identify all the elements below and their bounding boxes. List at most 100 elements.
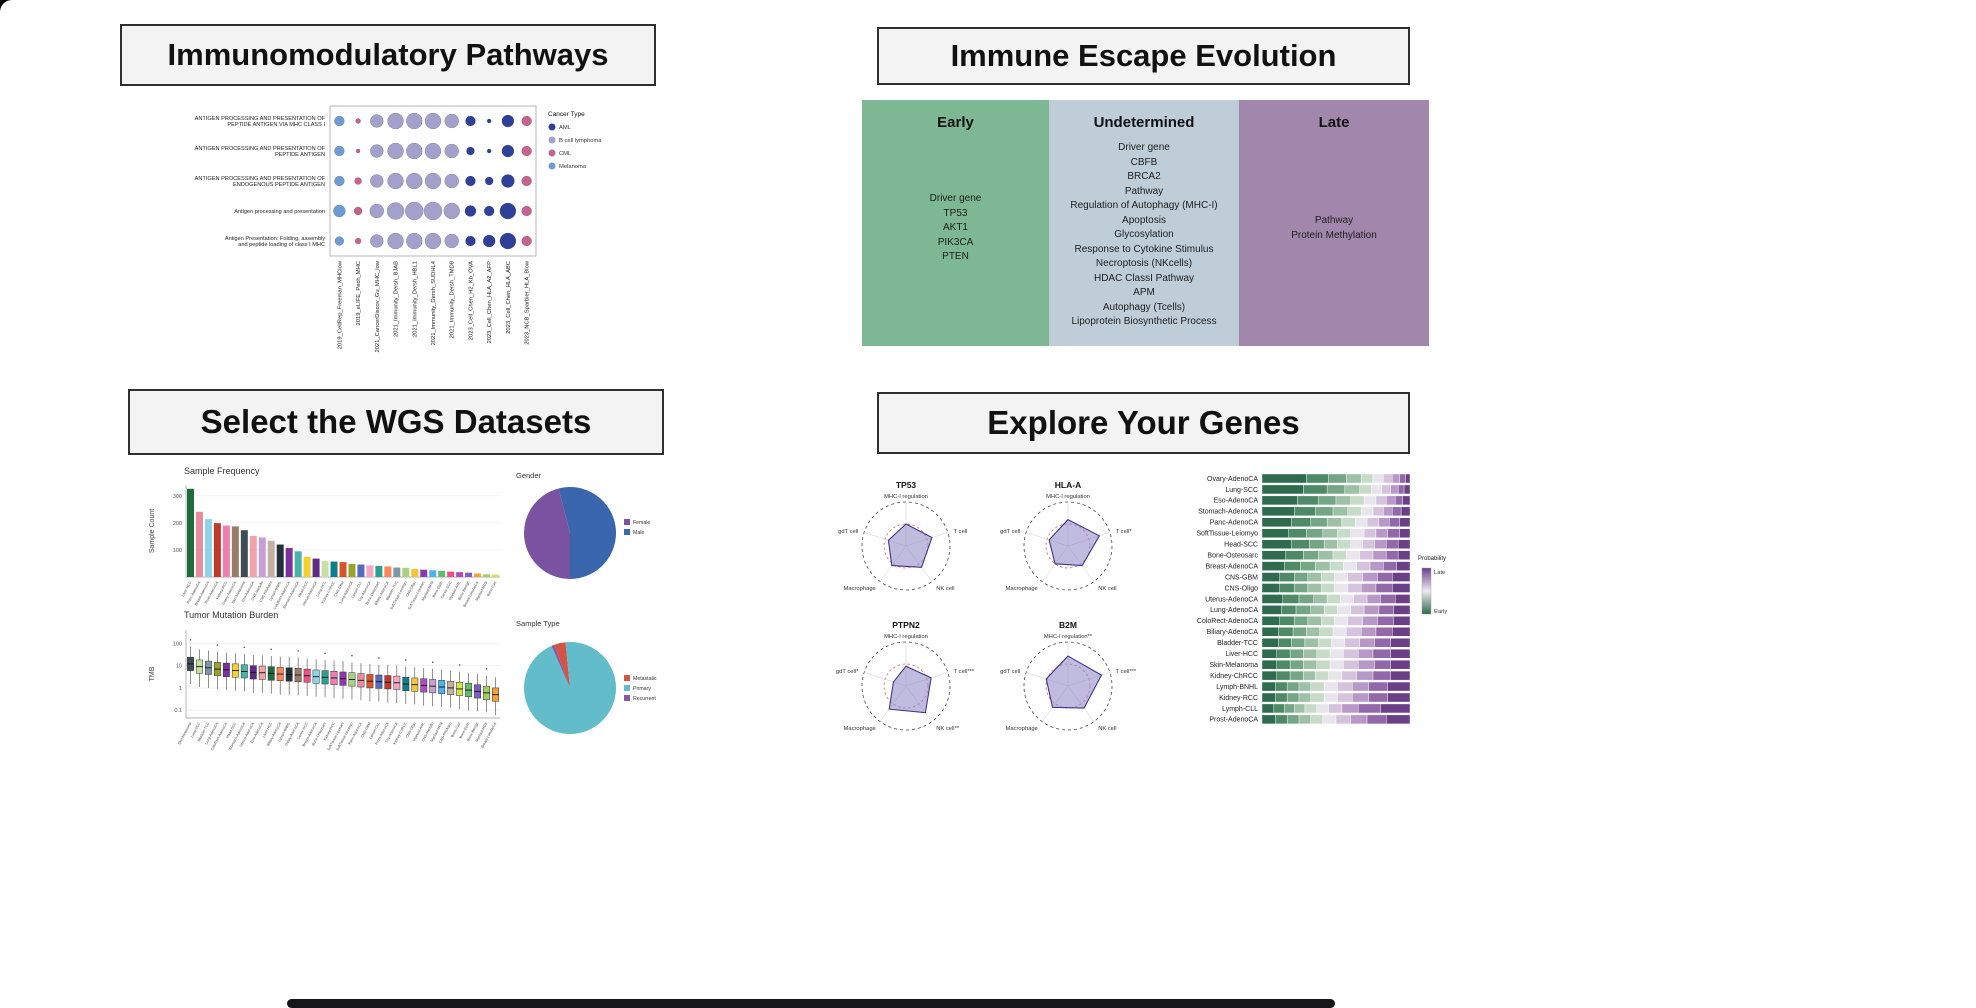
pathway-dot <box>444 113 459 129</box>
frequency-bar <box>483 574 491 577</box>
stack-legend-late: Late <box>1434 570 1445 576</box>
stack-segment <box>1261 572 1280 582</box>
stack-segment <box>1380 594 1396 604</box>
stack-segment <box>1396 561 1411 571</box>
pathway-row-label: ANTIGEN PROCESSING AND PRESENTATION OF <box>195 176 326 182</box>
timeline-item: AKT1 <box>942 222 968 234</box>
stack-segment <box>1328 703 1343 714</box>
stack-segment <box>1306 473 1329 484</box>
pathway-dot <box>424 172 442 190</box>
stack-segment <box>1261 495 1298 506</box>
stack-segment <box>1366 594 1381 604</box>
bar-xtick: Liver-HCC <box>181 580 193 597</box>
stack-segment <box>1346 473 1362 484</box>
stack-segment <box>1261 594 1283 604</box>
radar-axis-label: T cell*** <box>954 669 975 675</box>
evolution-title: Immune Escape Evolution <box>950 38 1337 73</box>
radar-axis-label: Macrophage <box>844 726 876 732</box>
stack-row-label: SoftTissue-Leiomyo <box>1196 531 1258 538</box>
stack-segment <box>1377 572 1393 582</box>
stack-segment <box>1346 550 1360 560</box>
legend-swatch <box>548 136 556 144</box>
pathway-dot <box>387 172 404 190</box>
stack-segment <box>1341 670 1357 681</box>
legend-label: Recurrent <box>633 696 656 702</box>
radar-axis-label: MHC-I regulation <box>1046 494 1090 500</box>
stack-segment <box>1343 648 1359 659</box>
pathway-dot <box>521 175 532 187</box>
stack-segment <box>1359 638 1375 648</box>
stack-segment <box>1294 506 1316 517</box>
stack-segment <box>1334 616 1349 626</box>
stack-row-label: Liver-HCC <box>1225 651 1258 658</box>
outlier-point <box>431 661 434 663</box>
outlier-point <box>458 664 461 666</box>
stack-segment <box>1303 550 1319 560</box>
sample-type-pie-slice <box>523 642 616 734</box>
stack-segment <box>1261 714 1276 725</box>
stack-segment <box>1356 561 1371 571</box>
stack-segment <box>1399 473 1406 484</box>
stack-segment <box>1298 681 1312 692</box>
legend-swatch <box>548 123 556 131</box>
evolution-nav-card[interactable]: Immune Escape Evolution <box>877 27 1410 85</box>
stack-segment <box>1291 517 1312 527</box>
radar-axis-label: MHC-I regulation** <box>1044 634 1093 640</box>
undetermined-label: Undetermined <box>1093 114 1195 131</box>
outlier-point <box>485 668 488 670</box>
stack-segment <box>1261 550 1286 560</box>
stack-segment <box>1289 648 1304 659</box>
stack-segment <box>1359 550 1374 560</box>
stack-segment <box>1368 692 1388 703</box>
stack-segment <box>1306 528 1323 538</box>
radar-axis-label: gdT cell <box>1000 529 1020 535</box>
pathway-dot <box>370 234 384 248</box>
genes-nav-card[interactable]: Explore Your Genes <box>877 392 1410 454</box>
stack-segment <box>1392 627 1411 637</box>
stack-segment <box>1397 484 1405 495</box>
stack-segment <box>1303 659 1317 670</box>
stack-segment <box>1316 648 1331 659</box>
stack-segment <box>1394 594 1411 604</box>
legend-label: Metastatic <box>633 676 657 682</box>
stack-segment <box>1386 539 1399 549</box>
pathway-dot <box>466 146 475 156</box>
boxplot-xtick: Liver-HCC <box>262 721 274 738</box>
radar-axis-label: T cell*** <box>1116 669 1137 675</box>
frequency-bar <box>402 567 410 577</box>
frequency-bar <box>357 564 365 577</box>
stack-segment <box>1323 692 1338 703</box>
datasets-nav-card[interactable]: Select the WGS Datasets <box>128 389 664 455</box>
stack-segment <box>1275 681 1288 692</box>
stack-segment <box>1360 627 1377 637</box>
pathway-dot <box>521 235 532 247</box>
pathways-nav-card[interactable]: Immunomodulatory Pathways <box>120 24 656 86</box>
stack-segment <box>1307 616 1322 626</box>
stack-segment <box>1315 561 1331 571</box>
stack-segment <box>1261 605 1282 615</box>
outlier-point <box>270 648 273 651</box>
radar-axis-label: MHC-I regulation <box>884 494 928 500</box>
stack-segment <box>1360 583 1377 593</box>
stack-segment <box>1350 605 1365 615</box>
stack-segment <box>1273 703 1285 714</box>
frequency-bar <box>249 535 257 577</box>
stack-segment <box>1292 627 1307 637</box>
stack-segment <box>1390 484 1399 495</box>
stack-segment <box>1289 659 1304 670</box>
stack-segment <box>1316 659 1331 670</box>
stack-segment <box>1261 692 1276 703</box>
frequency-bar <box>447 571 455 577</box>
legend-label: Melanoma <box>559 164 587 170</box>
legend-label: Female <box>633 520 650 526</box>
radar-axis-label: NK cell <box>936 586 954 592</box>
dataset-column-label: 2021_CancerDiscov_Gu_MHC_low <box>375 260 381 352</box>
stack-segment <box>1366 517 1380 527</box>
timeline-item: Lipoprotein Biosynthetic Process <box>1071 316 1217 327</box>
pathway-dot <box>499 202 517 220</box>
pathway-row-label: and peptide loading of class I MHC <box>238 242 325 248</box>
pathways-title: Immunomodulatory Pathways <box>167 37 609 72</box>
